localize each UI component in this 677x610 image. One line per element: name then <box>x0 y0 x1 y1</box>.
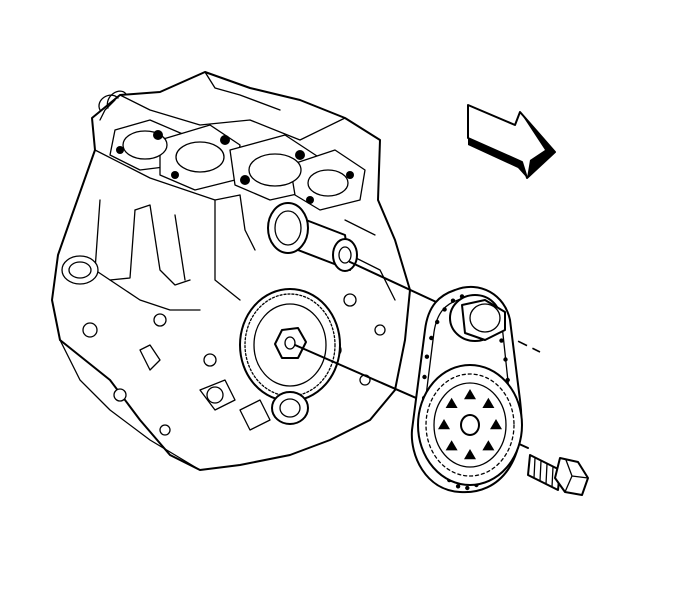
chain-link <box>450 298 456 303</box>
sprocket-hole <box>464 449 476 460</box>
crankshaft-sprocket <box>449 294 506 342</box>
chain-link <box>499 338 504 343</box>
view-direction-arrow <box>467 104 556 179</box>
sprocket-bolt <box>527 454 589 496</box>
engine-block <box>51 71 411 471</box>
sprocket-hole <box>482 397 495 408</box>
sprocket-hole <box>464 389 476 400</box>
sprocket-hole <box>445 440 458 451</box>
chain-link <box>424 354 430 359</box>
camshaft-gear <box>239 288 341 431</box>
chain-link <box>465 485 470 491</box>
sprocket-hole <box>490 419 502 430</box>
camshaft-sprocket <box>417 364 523 486</box>
chain-link <box>422 374 427 380</box>
chain-link <box>429 335 434 341</box>
sprocket-hole <box>438 419 450 430</box>
chain-link <box>503 357 508 362</box>
chain-link <box>442 307 447 312</box>
sprocket-hole <box>445 397 458 408</box>
chain-link <box>455 484 461 489</box>
chain-link <box>435 319 440 325</box>
sprocket-hole <box>482 440 495 451</box>
